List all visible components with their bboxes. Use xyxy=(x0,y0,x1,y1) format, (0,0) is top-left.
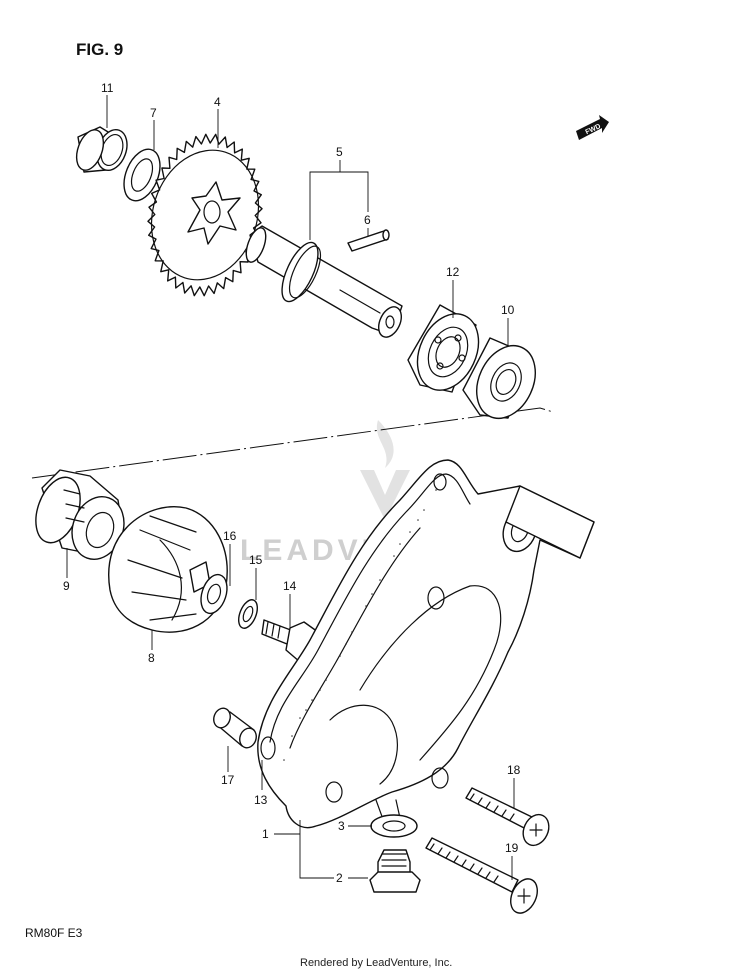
part-6-pin xyxy=(347,229,390,252)
part-3-washer xyxy=(370,814,418,838)
callout-7: 7 xyxy=(150,106,157,120)
fwd-label: FWD xyxy=(585,123,602,136)
callout-1: 1 xyxy=(262,827,269,841)
callout-16: 16 xyxy=(223,529,237,543)
part-16-washer xyxy=(200,573,228,615)
callout-10: 10 xyxy=(501,303,515,317)
figure-title: FIG. 9 xyxy=(76,40,123,59)
model-code: RM80F E3 xyxy=(25,926,83,940)
callout-8: 8 xyxy=(148,651,155,665)
section-line xyxy=(31,407,554,479)
leader-lines xyxy=(66,95,515,880)
part-19-screw xyxy=(425,837,538,914)
callout-19: 19 xyxy=(505,841,519,855)
callout-5: 5 xyxy=(336,145,343,159)
part-2-drain-bolt xyxy=(369,849,421,893)
callout-2: 2 xyxy=(336,871,343,885)
part-5-shaft xyxy=(245,225,403,338)
part-8-impeller xyxy=(108,506,228,633)
callout-17: 17 xyxy=(221,773,235,787)
callout-12: 12 xyxy=(446,265,460,279)
part-17-dowel xyxy=(213,707,257,749)
callouts: 11 7 4 5 6 12 10 9 8 16 15 14 17 13 1 3 … xyxy=(63,81,521,885)
part-10-oil-seal xyxy=(462,337,536,419)
callout-11: 11 xyxy=(101,81,114,95)
callout-14: 14 xyxy=(283,579,297,593)
fwd-arrow-icon: FWD xyxy=(576,115,609,140)
callout-15: 15 xyxy=(249,553,263,567)
part-9-mechanical-seal xyxy=(35,469,125,560)
part-11-bushing xyxy=(75,126,128,173)
callout-13: 13 xyxy=(254,793,268,807)
callout-6: 6 xyxy=(364,213,371,227)
callout-9: 9 xyxy=(63,579,70,593)
pump-housing xyxy=(257,459,595,829)
callout-3: 3 xyxy=(338,819,345,833)
part-4-gear xyxy=(147,133,263,297)
part-12-bearing xyxy=(407,304,480,393)
part-18-screw xyxy=(465,787,550,847)
callout-18: 18 xyxy=(507,763,521,777)
credit-text: Rendered by LeadVenture, Inc. xyxy=(300,957,452,969)
part-15-washer xyxy=(237,599,259,629)
callout-4: 4 xyxy=(214,95,221,109)
